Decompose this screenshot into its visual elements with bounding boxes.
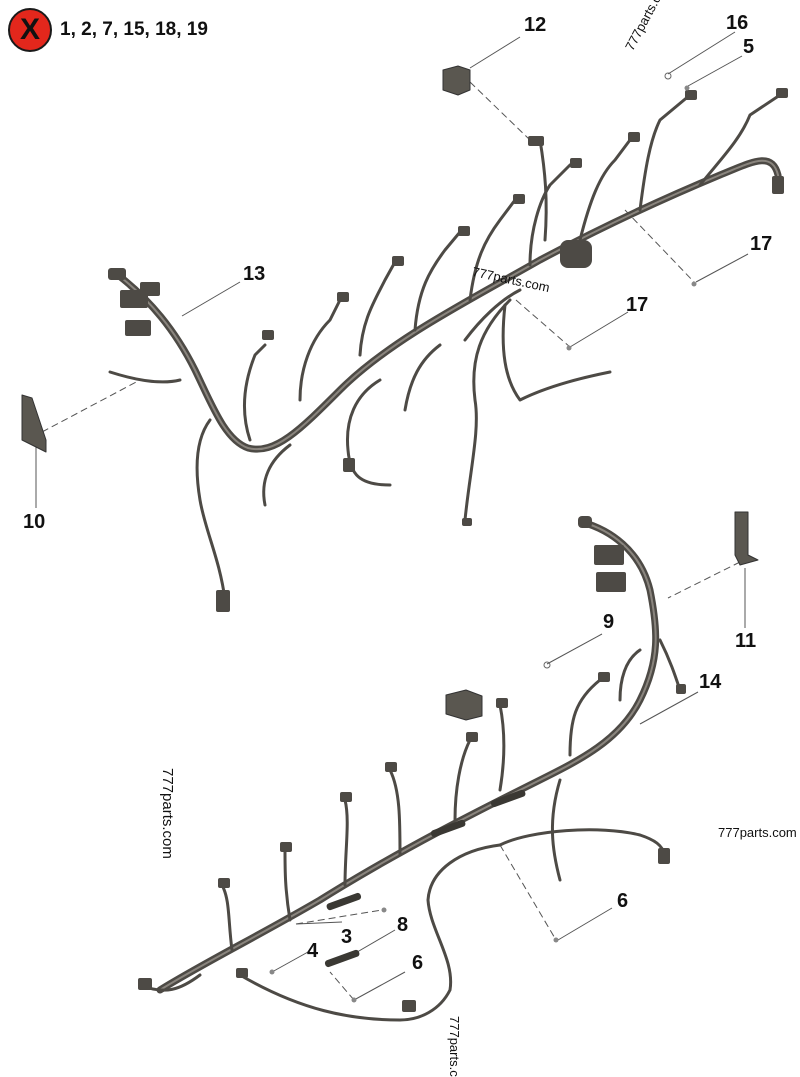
leader-17b-dash bbox=[515, 299, 571, 348]
branch-u17 bbox=[108, 370, 182, 384]
rail-3 bbox=[326, 892, 362, 911]
branch-u7 bbox=[578, 138, 632, 242]
bracket-10 bbox=[21, 394, 47, 453]
fastener-6b bbox=[553, 937, 559, 943]
leader-17a-dash bbox=[624, 209, 695, 283]
branch-l3 bbox=[343, 798, 349, 887]
leader-6b-dash bbox=[499, 844, 557, 941]
watermark-bottom: 777parts.c bbox=[447, 1016, 462, 1077]
upper-trunk bbox=[114, 157, 784, 453]
branch-u10 bbox=[538, 138, 548, 242]
leader-17b bbox=[569, 311, 629, 348]
branch-u9 bbox=[698, 93, 782, 187]
callout-14: 14 bbox=[699, 671, 722, 693]
branch-l4 bbox=[388, 768, 402, 857]
leader-5 bbox=[687, 55, 743, 87]
branch-l1 bbox=[220, 883, 234, 952]
leader-10-dash bbox=[41, 379, 141, 433]
watermark-lower-left: 777parts.com bbox=[159, 768, 176, 859]
branch-u5 bbox=[468, 198, 517, 302]
callout-6-lower: 6 bbox=[412, 952, 424, 974]
callout-3: 3 bbox=[341, 926, 353, 948]
callout-6-right: 6 bbox=[617, 890, 629, 912]
fastener-9 bbox=[543, 661, 551, 669]
leader-14 bbox=[639, 691, 699, 725]
leader-6b bbox=[557, 907, 613, 941]
callout-11: 11 bbox=[735, 630, 757, 652]
branch-u11 bbox=[463, 298, 512, 522]
leader-6a-dash bbox=[329, 971, 355, 1001]
branch-u15 bbox=[262, 443, 292, 507]
rail-l4 bbox=[490, 789, 526, 808]
leader-9 bbox=[546, 633, 603, 665]
branch-l12 bbox=[238, 843, 502, 1022]
branch-l2 bbox=[283, 848, 292, 922]
leader-17a bbox=[695, 253, 749, 283]
branch-l10 bbox=[550, 778, 562, 882]
branch-u18 bbox=[463, 288, 522, 342]
callout-13: 13 bbox=[243, 263, 266, 285]
callout-16: 16 bbox=[726, 12, 749, 34]
bracket-11 bbox=[734, 511, 759, 566]
fastener-5 bbox=[684, 85, 690, 91]
callout-8: 8 bbox=[397, 914, 409, 936]
branch-u2 bbox=[298, 298, 342, 402]
bracket-lower bbox=[445, 689, 483, 721]
rail-l3 bbox=[430, 819, 466, 838]
fastener-16 bbox=[664, 72, 672, 80]
branch-u14 bbox=[345, 378, 392, 487]
upper-trunk-highlight bbox=[117, 159, 781, 451]
lower-harness bbox=[138, 511, 759, 1022]
fastener-4 bbox=[269, 969, 275, 975]
callout-17-right: 17 bbox=[750, 233, 773, 255]
leader-16 bbox=[667, 31, 736, 75]
branch-l11 bbox=[498, 828, 667, 857]
branch-u16 bbox=[195, 418, 227, 602]
lower-connectors bbox=[138, 516, 686, 1012]
rail-8 bbox=[324, 949, 360, 968]
branch-u6 bbox=[528, 163, 572, 267]
leader-3 bbox=[295, 921, 343, 925]
branch-l7 bbox=[568, 678, 602, 757]
leader-4 bbox=[271, 951, 309, 973]
branch-u1 bbox=[243, 343, 267, 442]
fastener-6a bbox=[351, 997, 357, 1003]
branch-l5 bbox=[453, 738, 472, 822]
callout-9: 9 bbox=[603, 611, 615, 633]
exclusion-legend: X 1, 2, 7, 15, 18, 19 bbox=[8, 8, 208, 52]
branch-l8 bbox=[618, 648, 642, 702]
bracket-12 bbox=[442, 65, 471, 96]
upper-harness bbox=[21, 65, 788, 612]
branch-u12 bbox=[501, 303, 612, 402]
leader-12-dash bbox=[469, 81, 531, 141]
fastener-17a bbox=[691, 281, 697, 287]
callout-17-center: 17 bbox=[626, 294, 649, 316]
upper-connectors bbox=[108, 88, 788, 612]
callout-12: 12 bbox=[524, 14, 547, 36]
lower-trunk-highlight bbox=[159, 521, 657, 991]
fastener-17b bbox=[566, 345, 572, 351]
leader-3-dash bbox=[295, 909, 383, 925]
leader-6a bbox=[353, 971, 406, 1001]
leader-lines bbox=[35, 31, 749, 1001]
leader-13 bbox=[181, 281, 241, 317]
branch-u3 bbox=[358, 260, 397, 357]
branch-u13 bbox=[403, 343, 442, 412]
excluded-items: 1, 2, 7, 15, 18, 19 bbox=[60, 19, 208, 40]
fastener-3 bbox=[381, 907, 387, 913]
branch-u4 bbox=[413, 230, 462, 332]
callout-5: 5 bbox=[743, 36, 755, 58]
watermark-lower-right: 777parts.com bbox=[718, 825, 797, 840]
leader-12 bbox=[469, 36, 521, 69]
branch-l9 bbox=[658, 638, 682, 692]
callout-4: 4 bbox=[307, 940, 319, 962]
leader-11-dash bbox=[667, 561, 741, 599]
branch-l6 bbox=[498, 703, 506, 792]
callout-10: 10 bbox=[23, 511, 46, 533]
branch-u8 bbox=[638, 93, 692, 212]
x-circle-icon: X bbox=[8, 8, 52, 52]
